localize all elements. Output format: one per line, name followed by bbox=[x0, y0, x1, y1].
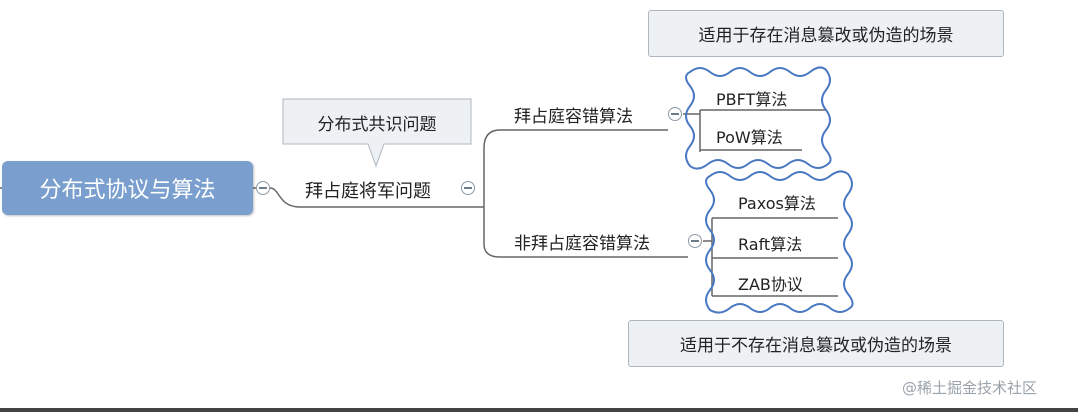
root-node[interactable]: 分布式协议与算法 bbox=[2, 161, 253, 215]
bottom-rule bbox=[0, 408, 1078, 412]
note-byzantine-text: 适用于存在消息篡改或伪造的场景 bbox=[698, 26, 954, 46]
branch-label-non-byzantine[interactable]: 非拜占庭容错算法 bbox=[514, 234, 650, 254]
leaf-zab[interactable]: ZAB协议 bbox=[738, 275, 803, 294]
leaf-raft[interactable]: Raft算法 bbox=[738, 235, 803, 254]
collapse-icon[interactable] bbox=[688, 234, 702, 248]
branch-splitter bbox=[483, 129, 688, 258]
callout-bubble bbox=[282, 98, 472, 168]
leaf-pbft[interactable]: PBFT算法 bbox=[716, 90, 788, 109]
branch-label-byzantine[interactable]: 拜占庭容错算法 bbox=[514, 107, 633, 127]
note-byzantine: 适用于存在消息篡改或伪造的场景 bbox=[648, 10, 1004, 57]
collapse-icon[interactable] bbox=[668, 107, 682, 121]
root-label: 分布式协议与算法 bbox=[39, 178, 216, 203]
collapse-icon[interactable] bbox=[461, 181, 475, 195]
branch1-leaves-connector bbox=[683, 109, 826, 152]
callout-label: 分布式共识问题 bbox=[317, 114, 437, 135]
collapse-icon[interactable] bbox=[256, 181, 270, 195]
note-non-byzantine-text: 适用于不存在消息篡改或伪造的场景 bbox=[680, 336, 952, 356]
branch2-wavy-frame bbox=[705, 170, 854, 314]
main-connector bbox=[269, 187, 484, 208]
branch2-leaves-connector bbox=[703, 217, 838, 297]
note-non-byzantine: 适用于不存在消息篡改或伪造的场景 bbox=[628, 320, 1004, 367]
main-topic-label[interactable]: 拜占庭将军问题 bbox=[305, 181, 431, 202]
branch1-wavy-frame bbox=[685, 66, 832, 170]
watermark: @稀土掘金技术社区 bbox=[902, 379, 1038, 397]
leaf-pow[interactable]: PoW算法 bbox=[716, 128, 783, 147]
leaf-paxos[interactable]: Paxos算法 bbox=[738, 194, 816, 213]
